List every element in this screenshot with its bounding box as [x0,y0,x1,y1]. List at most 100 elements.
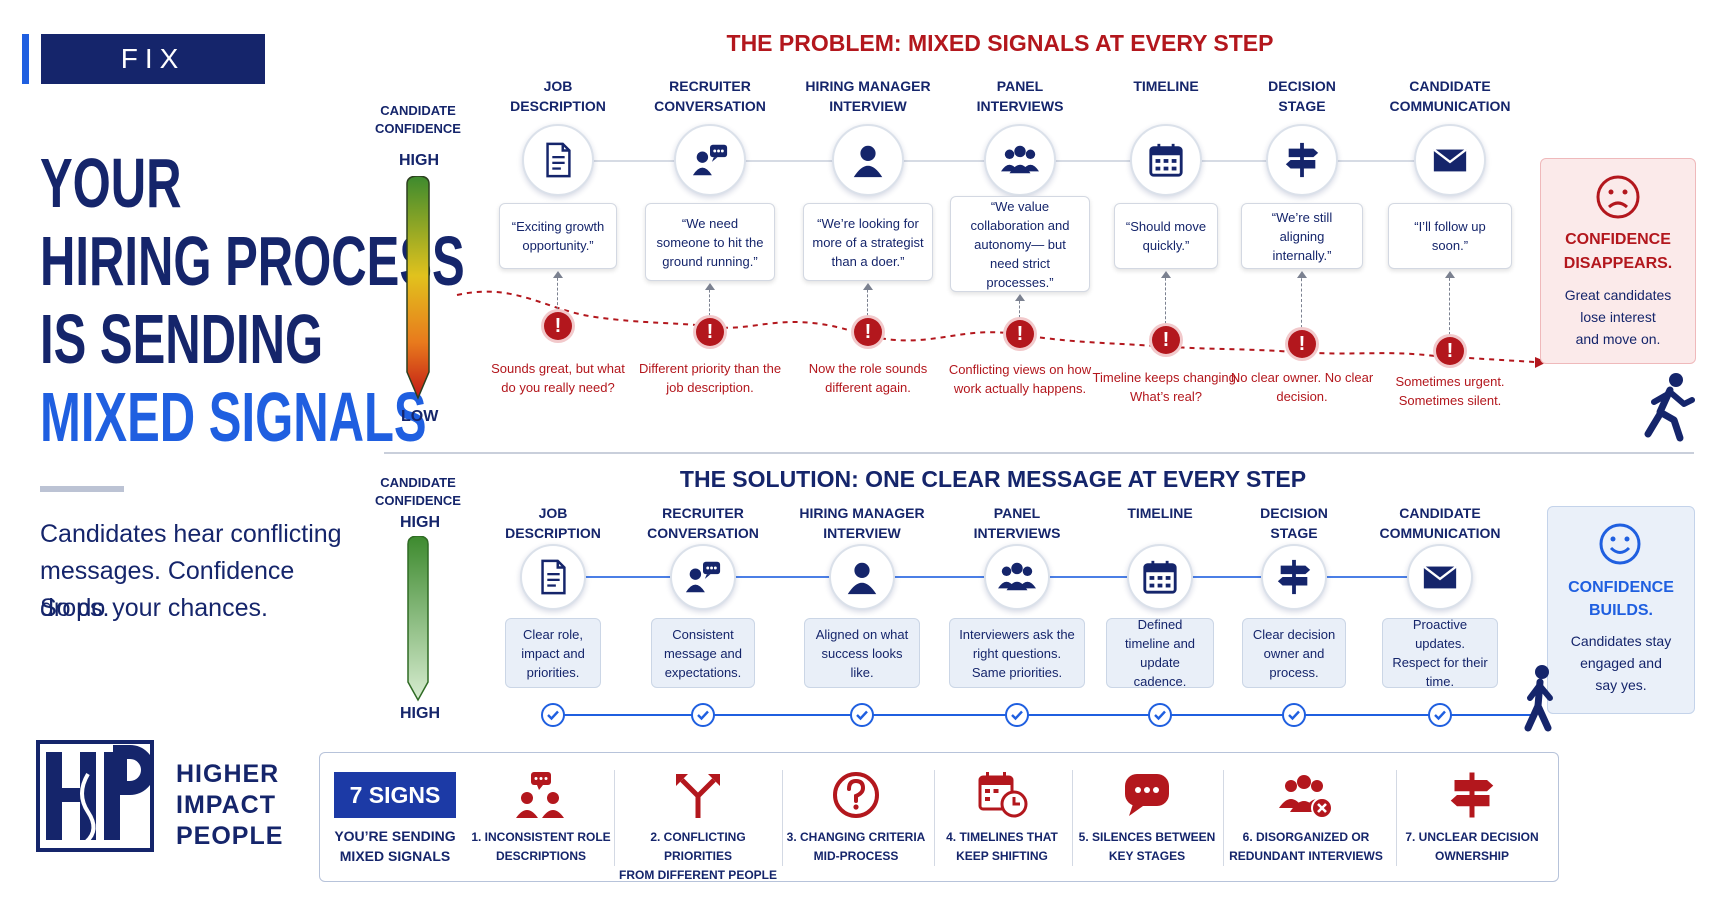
problem-step-label-line-2: INTERVIEW [829,98,907,114]
problem-step-issue-4: Conflicting views on how work actually h… [948,362,1092,396]
headline-line-2: HIRING PROCESS [40,222,465,300]
solution-axis-top: HIGH [400,514,440,531]
sign-icon-2 [670,770,726,820]
headline-line-1: YOUR [40,144,182,222]
problem-step-label-1: JOB DESCRIPTION [483,76,633,116]
logo-monogram-icon [46,745,155,844]
problem-axis-label-2: CONFIDENCE [375,121,461,136]
sign-label-line-1: 1. INCONSISTENT ROLE [471,830,611,844]
sign-label-line-2: KEEP SHIFTING [956,849,1048,863]
problem-outcome-body-3: and move on. [1575,331,1661,347]
solution-step-label-2: RECRUITER CONVERSATION [628,503,778,543]
document-icon [541,559,566,595]
envelope-icon [1433,148,1467,172]
running-person-icon [1644,373,1695,442]
solution-step-text-5: Defined timeline and update cadence. [1106,617,1214,689]
solution-step-text-6: Clear decision owner and process. [1242,618,1346,688]
warning-icon: ! [854,318,882,346]
problem-step-icon-2 [674,124,746,196]
signpost-icon [1450,772,1494,818]
chat-person-icon [692,144,728,176]
sign-label-line-2: DESCRIPTIONS [495,849,586,863]
problem-step-issue-1: Sounds great, but what do you really nee… [491,361,625,395]
solution-outcome-head-2: BUILDS. [1589,602,1653,619]
sign-separator [1072,770,1073,866]
subtext-line-1: Candidates hear conflicting [40,520,342,548]
section-divider [384,452,1694,454]
solution-step-label-5: TIMELINE [1085,503,1235,523]
check-icon [1148,703,1172,727]
problem-step-label-line-1: TIMELINE [1133,78,1199,94]
sign-separator [934,770,935,866]
problem-step-label-line-2: COMMUNICATION [1389,98,1511,114]
problem-step-issue-6: No clear owner. No clear decision. [1230,370,1374,404]
quote-connector [1165,273,1166,324]
headline-line-4: MIXED SIGNALS [40,378,427,456]
problem-step-label-line-1: HIRING MANAGER [805,78,931,94]
sign-separator [782,770,783,866]
solution-step-text-3: Aligned on what success looks like. [804,618,920,688]
check-icon [850,703,874,727]
sign-label-line-2: REDUNDANT INTERVIEWS [1229,849,1383,863]
problem-step-label-6: DECISION STAGE [1227,76,1377,116]
problem-step-issue-2: Different priority than the job descript… [638,361,782,395]
solution-step-text-4: Interviewers ask the right questions. Sa… [949,618,1085,688]
headline-line-3: IS SENDING [40,300,324,378]
confidence-disappears-box [1540,158,1696,364]
solution-step-icon-2 [670,544,736,610]
warning-icon: ! [696,318,724,346]
signpost-icon [1285,142,1319,178]
sign-label-2: 2. CONFLICTING PRIORITIES FROM DIFFERENT… [618,828,778,885]
problem-step-icon-4 [984,124,1056,196]
problem-step-quote-2: “We need someone to hit the ground runni… [645,203,775,281]
person-icon [847,562,877,595]
calendar-icon [1149,143,1183,177]
solution-step-label-7: CANDIDATE COMMUNICATION [1365,503,1515,543]
group-x-icon [1279,775,1333,819]
solution-step-label-line-2: INTERVIEW [823,525,901,541]
solution-step-label-line-1: PANEL [993,505,1041,521]
sign-label-1: 1. INCONSISTENT ROLE DESCRIPTIONS [461,828,621,866]
sign-label-line-2: OWNERSHIP [1434,849,1509,863]
sign-label-4: 4. TIMELINES THAT KEEP SHIFTING [922,828,1082,866]
quote-connector-arrow [1445,271,1455,278]
solution-step-icon-6 [1261,544,1327,610]
calendar-clock-icon [978,772,1028,818]
quote-connector-arrow [553,271,563,278]
problem-step-label-5: TIMELINE [1091,76,1241,96]
problem-outcome-head-2: DISAPPEARS. [1563,255,1673,272]
quote-connector [709,285,710,316]
problem-step-issue-5: Timeline keeps changing. What’s real? [1092,370,1240,404]
problem-step-label-line-2: CONVERSATION [654,98,766,114]
solution-step-label-6: DECISION STAGE [1219,503,1369,543]
problem-confidence-trend-line [456,290,1547,368]
sign-label-line-1: 3. CHANGING CRITERIA [786,830,926,844]
problem-step-icon-1 [522,124,594,196]
sign-label-5: 5. SILENCES BETWEEN KEY STAGES [1067,828,1227,866]
quote-connector [557,273,558,310]
problem-step-label-line-1: CANDIDATE [1409,78,1491,94]
solution-step-text-1: Clear role, impact and priorities. [505,618,601,688]
problem-step-label-line-1: DECISION [1268,78,1336,94]
sign-icon-5 [1119,770,1175,820]
problem-step-label-3: HIRING MANAGER INTERVIEW [793,76,943,116]
warning-icon: ! [1006,320,1034,348]
quote-connector-arrow [1297,271,1307,278]
sign-icon-1 [513,770,569,820]
solution-axis-label-2: CONFIDENCE [375,493,461,508]
solution-confidence-gauge [407,536,429,702]
sign-icon-7 [1444,770,1500,820]
problem-step-label-4: PANEL INTERVIEWS [945,76,1095,116]
solution-title: THE SOLUTION: ONE CLEAR MESSAGE AT EVERY… [679,466,1307,492]
solution-step-label-line-1: JOB [538,505,568,521]
problem-title: THE PROBLEM: MIXED SIGNALS AT EVERY STEP [726,30,1274,56]
solution-step-label-3: HIRING MANAGER INTERVIEW [787,503,937,543]
check-icon [1282,703,1306,727]
problem-axis-high: HIGH [399,152,439,169]
solution-step-icon-4 [984,544,1050,610]
logo-word-2: IMPACT [176,791,276,819]
seven-signs-sub-1: YOU’RE SENDING [334,828,456,844]
seven-signs-panel [319,752,1559,882]
group-icon [1001,145,1039,174]
problem-step-quote-6: “We’re still aligning internally.” [1241,203,1363,269]
